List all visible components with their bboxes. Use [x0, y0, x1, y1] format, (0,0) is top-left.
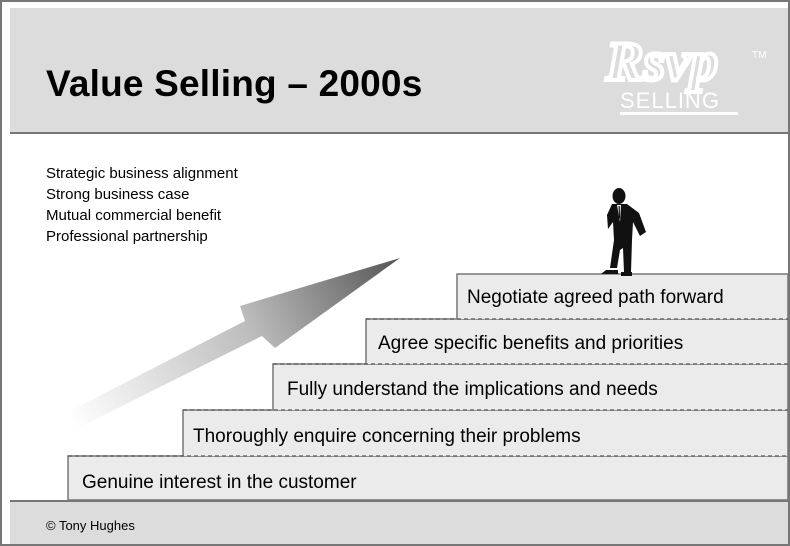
- benefit-item: Strong business case: [46, 186, 190, 203]
- step-label: Negotiate agreed path forward: [467, 287, 724, 308]
- step-label: Genuine interest in the customer: [82, 472, 357, 493]
- logo-sub-text: SELLING: [620, 88, 720, 113]
- copyright-text: © Tony Hughes: [46, 518, 135, 533]
- step-label: Thoroughly enquire concerning their prob…: [193, 426, 581, 447]
- benefit-item: Strategic business alignment: [46, 165, 238, 182]
- rsvp-selling-logo: Rsvp TM SELLING: [603, 29, 766, 115]
- benefit-list: Strategic business alignment Strong busi…: [46, 163, 238, 247]
- step-label: Agree specific benefits and priorities: [378, 333, 683, 354]
- businessman-icon: [601, 188, 646, 276]
- step-label: Fully understand the implications and ne…: [287, 379, 658, 400]
- page-title: Value Selling – 2000s: [46, 63, 423, 104]
- footer-bar: © Tony Hughes: [10, 500, 788, 544]
- logo-main-text: Rsvp: [605, 31, 718, 93]
- benefit-item: Mutual commercial benefit: [46, 207, 222, 224]
- logo-tm-text: TM: [752, 50, 766, 61]
- benefit-item: Professional partnership: [46, 228, 208, 245]
- logo-underline: [620, 112, 738, 115]
- header-bar: Value Selling – 2000s: [10, 8, 788, 134]
- growth-arrow-icon: [66, 258, 400, 430]
